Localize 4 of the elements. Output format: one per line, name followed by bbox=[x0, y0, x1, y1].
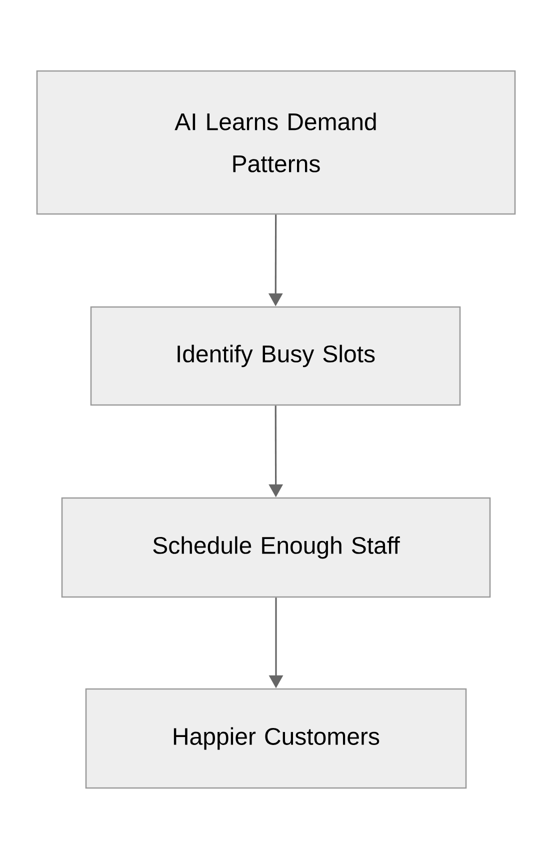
process-box: AI Learns Demand Patterns bbox=[36, 70, 516, 215]
process-box: Identify Busy Slots bbox=[90, 306, 461, 406]
process-box: Schedule Enough Staff bbox=[61, 497, 491, 598]
process-box: Happier Customers bbox=[85, 688, 467, 789]
